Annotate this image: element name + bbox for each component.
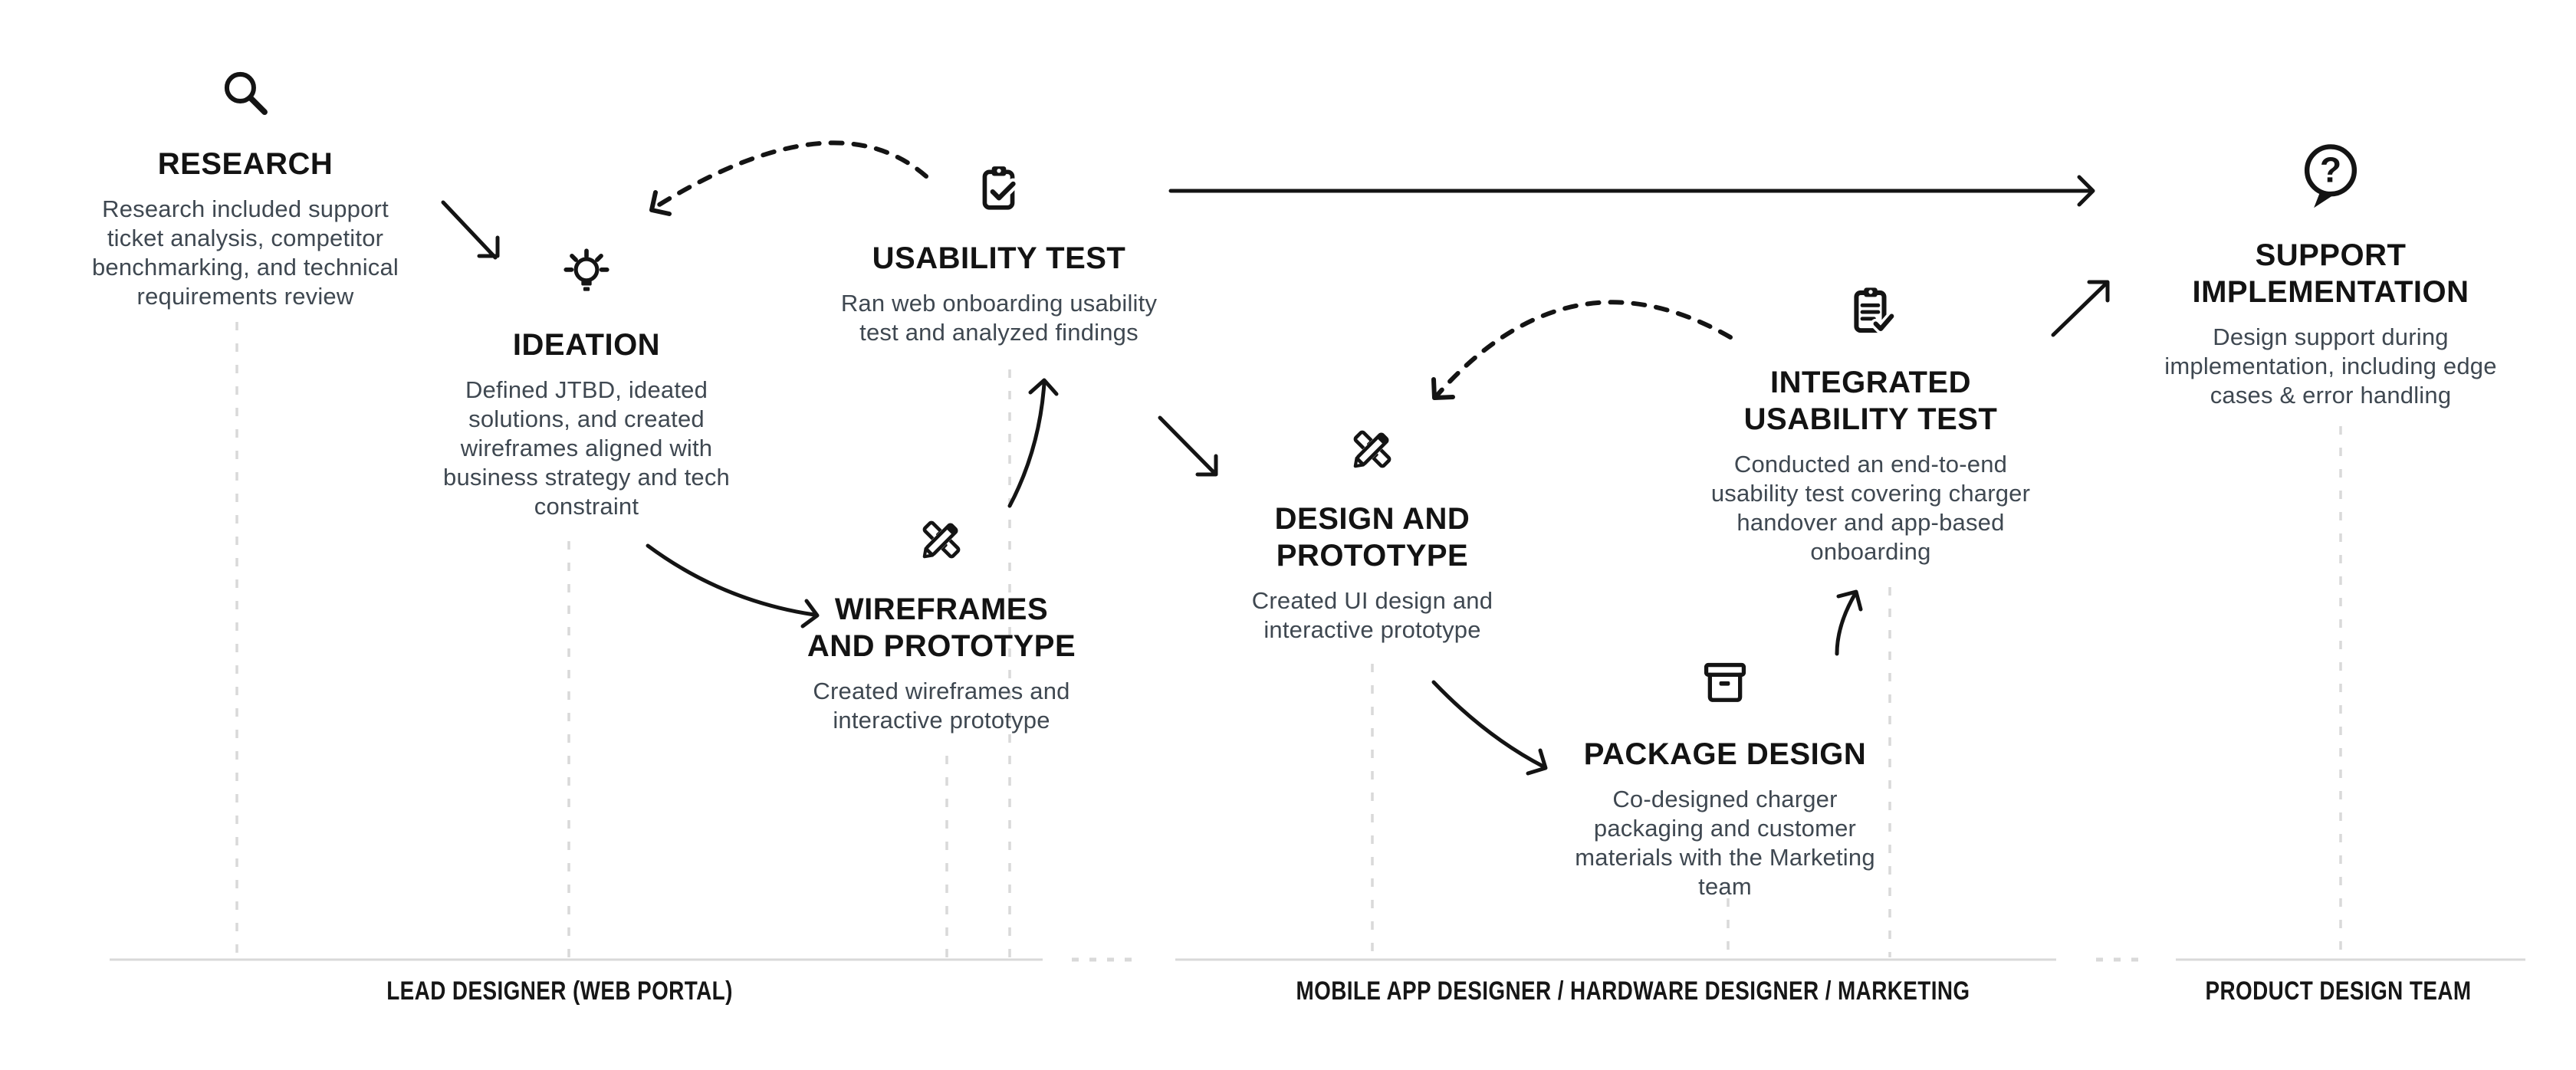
arrow-wireframes-to-usability-test [1007, 378, 1059, 508]
lane-label-lead-designer: LEAD DESIGNER (WEB PORTAL) [386, 976, 733, 1006]
arrow-ideation-to-wireframes [646, 543, 820, 629]
lightbulb-icon [564, 248, 610, 291]
stage-description: Created wireframes and interactive proto… [813, 678, 1070, 734]
stage-description: Research included support ticket analysi… [91, 195, 399, 310]
stage-description: Conducted an end-to-end usability test c… [1710, 451, 2031, 565]
stage-title: INTEGRATED USABILITY TEST [1743, 366, 1998, 436]
lane-label-product-design-team: PRODUCT DESIGN TEAM [2205, 976, 2472, 1006]
dashed-arrow-usability-test-to-ideation [649, 140, 928, 216]
stage-title: USABILITY TEST [872, 241, 1126, 275]
stage-wireframes-and-prototype: WIREFRAMES AND PROTOTYPE Created wirefra… [780, 514, 1102, 735]
stage-title: IDEATION [512, 328, 661, 362]
archive-box-icon [1704, 662, 1746, 702]
stage-description: Ran web onboarding usability test and an… [840, 290, 1158, 346]
stage-design-and-prototype: DESIGN AND PROTOTYPE Created UI design a… [1211, 424, 1533, 645]
stage-research: RESEARCH Research included support ticke… [77, 66, 414, 311]
stage-description: Design support during implementation, in… [2164, 323, 2497, 409]
stage-usability-test: USABILITY TEST Ran web onboarding usabil… [807, 163, 1191, 347]
stage-description: Co-designed charger packaging and custom… [1575, 786, 1875, 900]
stage-ideation: IDEATION Defined JTBD, ideated solutions… [414, 245, 759, 521]
stage-integrated-usability-test: INTEGRATED USABILITY TEST Conducted an e… [1691, 284, 2051, 566]
clipboard-list-check-icon [1854, 287, 1897, 334]
search-icon [224, 71, 268, 115]
stage-title: SUPPORT IMPLEMENTATION [2192, 238, 2469, 309]
pencil-ruler-icon [1353, 430, 1392, 468]
arrow-research-to-ideation [441, 200, 500, 260]
clipboard-check-icon [982, 166, 1019, 210]
lane-label-mobile-hardware-marketing: MOBILE APP DESIGNER / HARDWARE DESIGNER … [1296, 976, 1970, 1006]
stage-title: WIREFRAMES AND PROTOTYPE [807, 592, 1076, 663]
stage-drop-lines [235, 322, 2342, 957]
stage-description: Defined JTBD, ideated solutions, and cre… [443, 376, 730, 520]
dashed-arrow-integrated-usability-to-design-prototype [1431, 300, 1733, 400]
arrow-usability-test-to-design-prototype [1158, 415, 1218, 477]
pencil-ruler-icon [922, 520, 961, 559]
arrow-design-prototype-to-package-design [1431, 680, 1548, 776]
stage-description: Created UI design and interactive protot… [1251, 587, 1493, 643]
arrow-integrated-usability-to-support-implementation [2051, 280, 2110, 337]
stage-title: PACKAGE DESIGN [1583, 737, 1867, 771]
question-bubble-icon: ? [2304, 144, 2358, 208]
stage-title: DESIGN AND PROTOTYPE [1274, 502, 1470, 573]
question-glyph: ? [2320, 150, 2341, 190]
stage-package-design: PACKAGE DESIGN Co-designed charger packa… [1556, 658, 1894, 901]
arrow-package-design-to-integrated-usability [1835, 589, 1863, 656]
arrow-usability-test-to-support-implementation [1168, 175, 2095, 207]
stage-support-implementation: ? SUPPORT IMPLEMENTATION Design support … [2139, 142, 2522, 410]
stage-title: RESEARCH [157, 147, 334, 181]
